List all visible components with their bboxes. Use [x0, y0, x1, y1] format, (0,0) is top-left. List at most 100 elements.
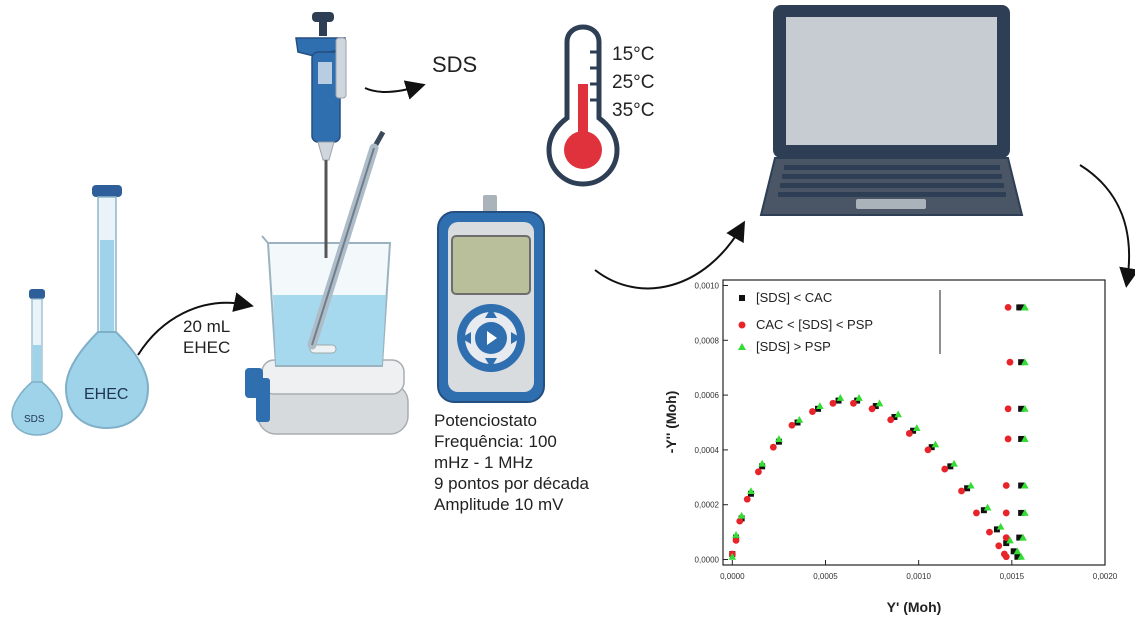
data-point-circle [736, 517, 744, 525]
data-point-square [1003, 540, 1010, 547]
data-point-square [928, 444, 935, 451]
data-point-circle [958, 487, 965, 495]
data-point-circle [905, 430, 913, 437]
data-point-circle [1004, 435, 1012, 443]
y-tick-label: 0,0006 [695, 391, 720, 400]
y-tick-label: 0,0010 [695, 281, 720, 290]
pot-line-4: 9 pontos por década [434, 474, 590, 493]
data-point-square [1018, 482, 1025, 489]
pot-line-2: Frequência: 100 [434, 432, 557, 451]
ehec-volume-line-1: 20 mL [183, 317, 231, 336]
data-point-square [1010, 548, 1017, 555]
data-point-triangle [894, 410, 902, 418]
data-point-circle [1002, 509, 1010, 517]
data-point-circle [973, 509, 980, 517]
legend-marker-triangle [738, 343, 746, 350]
data-point-circle [941, 465, 949, 473]
data-point-triangle [758, 459, 766, 467]
data-point-circle [1002, 482, 1010, 489]
data-point-triangle [1021, 481, 1029, 489]
data-point-square [1018, 359, 1025, 366]
arrow-icon [137, 292, 254, 356]
legend-label-3: [SDS] > PSP [756, 339, 831, 354]
data-point-triangle [912, 424, 921, 431]
x-tick-label: 0,0015 [1000, 572, 1025, 581]
data-point-triangle [1021, 435, 1029, 442]
laptop-icon [759, 5, 1024, 216]
data-point-triangle [983, 503, 992, 511]
data-point-square [891, 414, 898, 421]
data-point-circle [755, 468, 762, 476]
data-point-triangle [1021, 509, 1029, 516]
y-tick-label: 0,0000 [695, 556, 720, 565]
y-tick-label: 0,0002 [695, 501, 720, 510]
x-tick-label: 0,0010 [906, 572, 931, 581]
x-tick-label: 0,0020 [1093, 572, 1118, 581]
data-point-square [1016, 304, 1023, 311]
potentiostat-icon [437, 195, 545, 403]
data-point-circle [769, 443, 777, 451]
data-point-square [1014, 553, 1021, 560]
data-point-triangle [950, 459, 958, 467]
data-point-triangle [1017, 552, 1025, 560]
data-point-circle [850, 399, 857, 407]
temperature-25: 25°C [612, 72, 655, 93]
data-point-triangle [816, 402, 824, 410]
arrow-icon [364, 80, 426, 100]
pot-line-5: Amplitude 10 mV [434, 495, 564, 514]
data-point-circle [1004, 304, 1012, 311]
data-point-triangle [931, 440, 940, 448]
data-point-circle [1004, 405, 1012, 413]
data-point-square [910, 427, 917, 434]
data-point-circle [743, 495, 751, 503]
data-point-square [1018, 435, 1025, 442]
ehec-volume-line-2: EHEC [183, 338, 231, 357]
thermometer-icon [546, 24, 620, 187]
data-point-triangle [996, 522, 1005, 530]
data-point-triangle [875, 399, 884, 407]
data-point-circle [924, 446, 932, 454]
data-point-circle [995, 542, 1003, 550]
data-point-circle [1002, 553, 1010, 561]
data-point-circle [887, 416, 895, 424]
data-point-circle [829, 399, 837, 407]
x-tick-label: 0,0005 [813, 572, 838, 581]
data-point-square [947, 463, 954, 470]
pipette-icon [295, 12, 347, 258]
legend-marker-circle [738, 321, 746, 329]
data-point-triangle [737, 511, 746, 519]
pot-line-1: Potenciostato [434, 411, 538, 430]
plot-frame [722, 279, 1106, 566]
data-point-triangle [1021, 303, 1029, 311]
small-flask-label: SDS [24, 414, 45, 425]
potentiostat-description: Potenciostato Frequência: 100 mHz - 1 MH… [434, 410, 589, 515]
data-point-triangle [1006, 536, 1014, 544]
legend-label-2: CAC < [SDS] < PSP [756, 317, 873, 332]
x-tick-label: 0,0000 [720, 572, 745, 581]
arrow-icon [594, 220, 746, 290]
data-point-square [1018, 405, 1025, 412]
legend-marker-square [739, 295, 745, 301]
data-point-triangle [836, 394, 845, 401]
data-point-triangle [1021, 404, 1029, 412]
data-point-circle [809, 408, 816, 415]
data-point-triangle [732, 531, 740, 538]
data-point-triangle [1019, 533, 1027, 541]
data-point-square [993, 526, 1000, 533]
y-tick-label: 0,0004 [695, 446, 720, 455]
data-point-square [980, 507, 987, 514]
temperature-35: 35°C [612, 100, 655, 121]
temperature-15: 15°C [612, 44, 655, 65]
data-point-triangle [728, 552, 737, 560]
data-point-triangle [775, 435, 783, 442]
y-tick-label: 0,0008 [695, 336, 720, 345]
data-point-triangle [967, 481, 975, 489]
large-volumetric-flask-icon [64, 185, 150, 430]
data-point-square [872, 403, 879, 410]
data-point-circle [732, 536, 740, 544]
data-point-circle [868, 405, 876, 413]
legend: [SDS] < CAC CAC < [SDS] < PSP [SDS] > PS… [738, 290, 941, 354]
data-point-triangle [1013, 547, 1022, 555]
